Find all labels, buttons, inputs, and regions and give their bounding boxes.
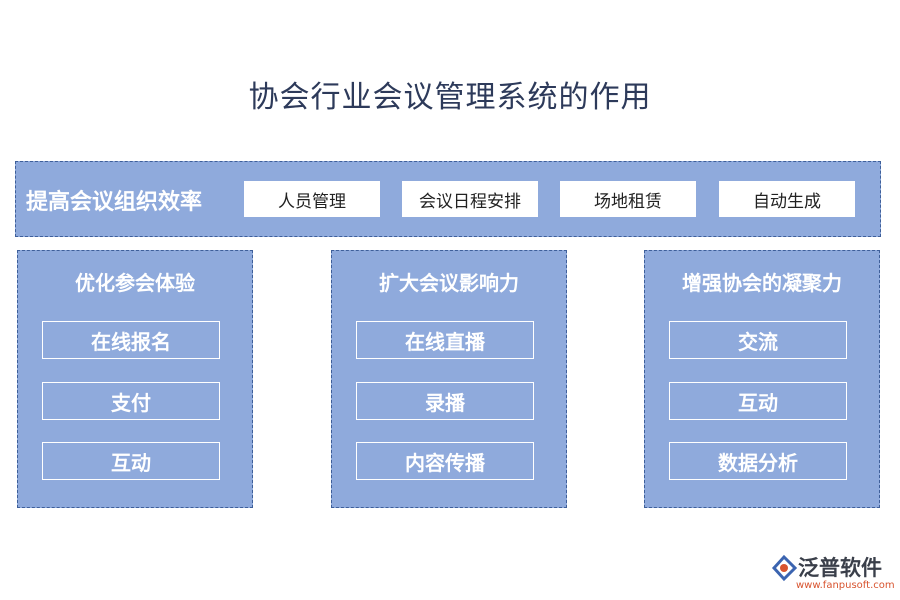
column-item-box: 在线直播 (356, 321, 534, 359)
top-item-box: 会议日程安排 (401, 180, 539, 218)
brand-url: www.fanpusoft.com (796, 580, 895, 591)
column-item-box: 支付 (42, 382, 220, 420)
column-item-box: 在线报名 (42, 321, 220, 359)
top-item-box: 人员管理 (243, 180, 381, 218)
brand-logo-icon (771, 554, 798, 582)
top-item-box: 自动生成 (718, 180, 856, 218)
column-item-box: 内容传播 (356, 442, 534, 480)
column-heading: 优化参会体验 (75, 271, 195, 295)
column-panel: 优化参会体验 在线报名 支付 互动 (17, 250, 253, 508)
column-item-box: 录播 (356, 382, 534, 420)
brand-name: 泛普软件 (798, 556, 882, 580)
brand-logo: 泛普软件 www.fanpusoft.com (770, 552, 895, 594)
top-item-box: 场地租赁 (559, 180, 697, 218)
diagram-title: 协会行业会议管理系统的作用 (248, 80, 652, 115)
column-heading: 增强协会的凝聚力 (682, 271, 842, 295)
column-item-box: 互动 (669, 382, 847, 420)
column-item-box: 交流 (669, 321, 847, 359)
column-item-box: 互动 (42, 442, 220, 480)
column-item-box: 数据分析 (669, 442, 847, 480)
column-panel: 增强协会的凝聚力 交流 互动 数据分析 (644, 250, 880, 508)
top-panel: 提高会议组织效率 人员管理 会议日程安排 场地租赁 自动生成 (15, 161, 881, 237)
top-panel-label: 提高会议组织效率 (26, 189, 203, 215)
column-heading: 扩大会议影响力 (379, 271, 519, 295)
column-panel: 扩大会议影响力 在线直播 录播 内容传播 (331, 250, 567, 508)
